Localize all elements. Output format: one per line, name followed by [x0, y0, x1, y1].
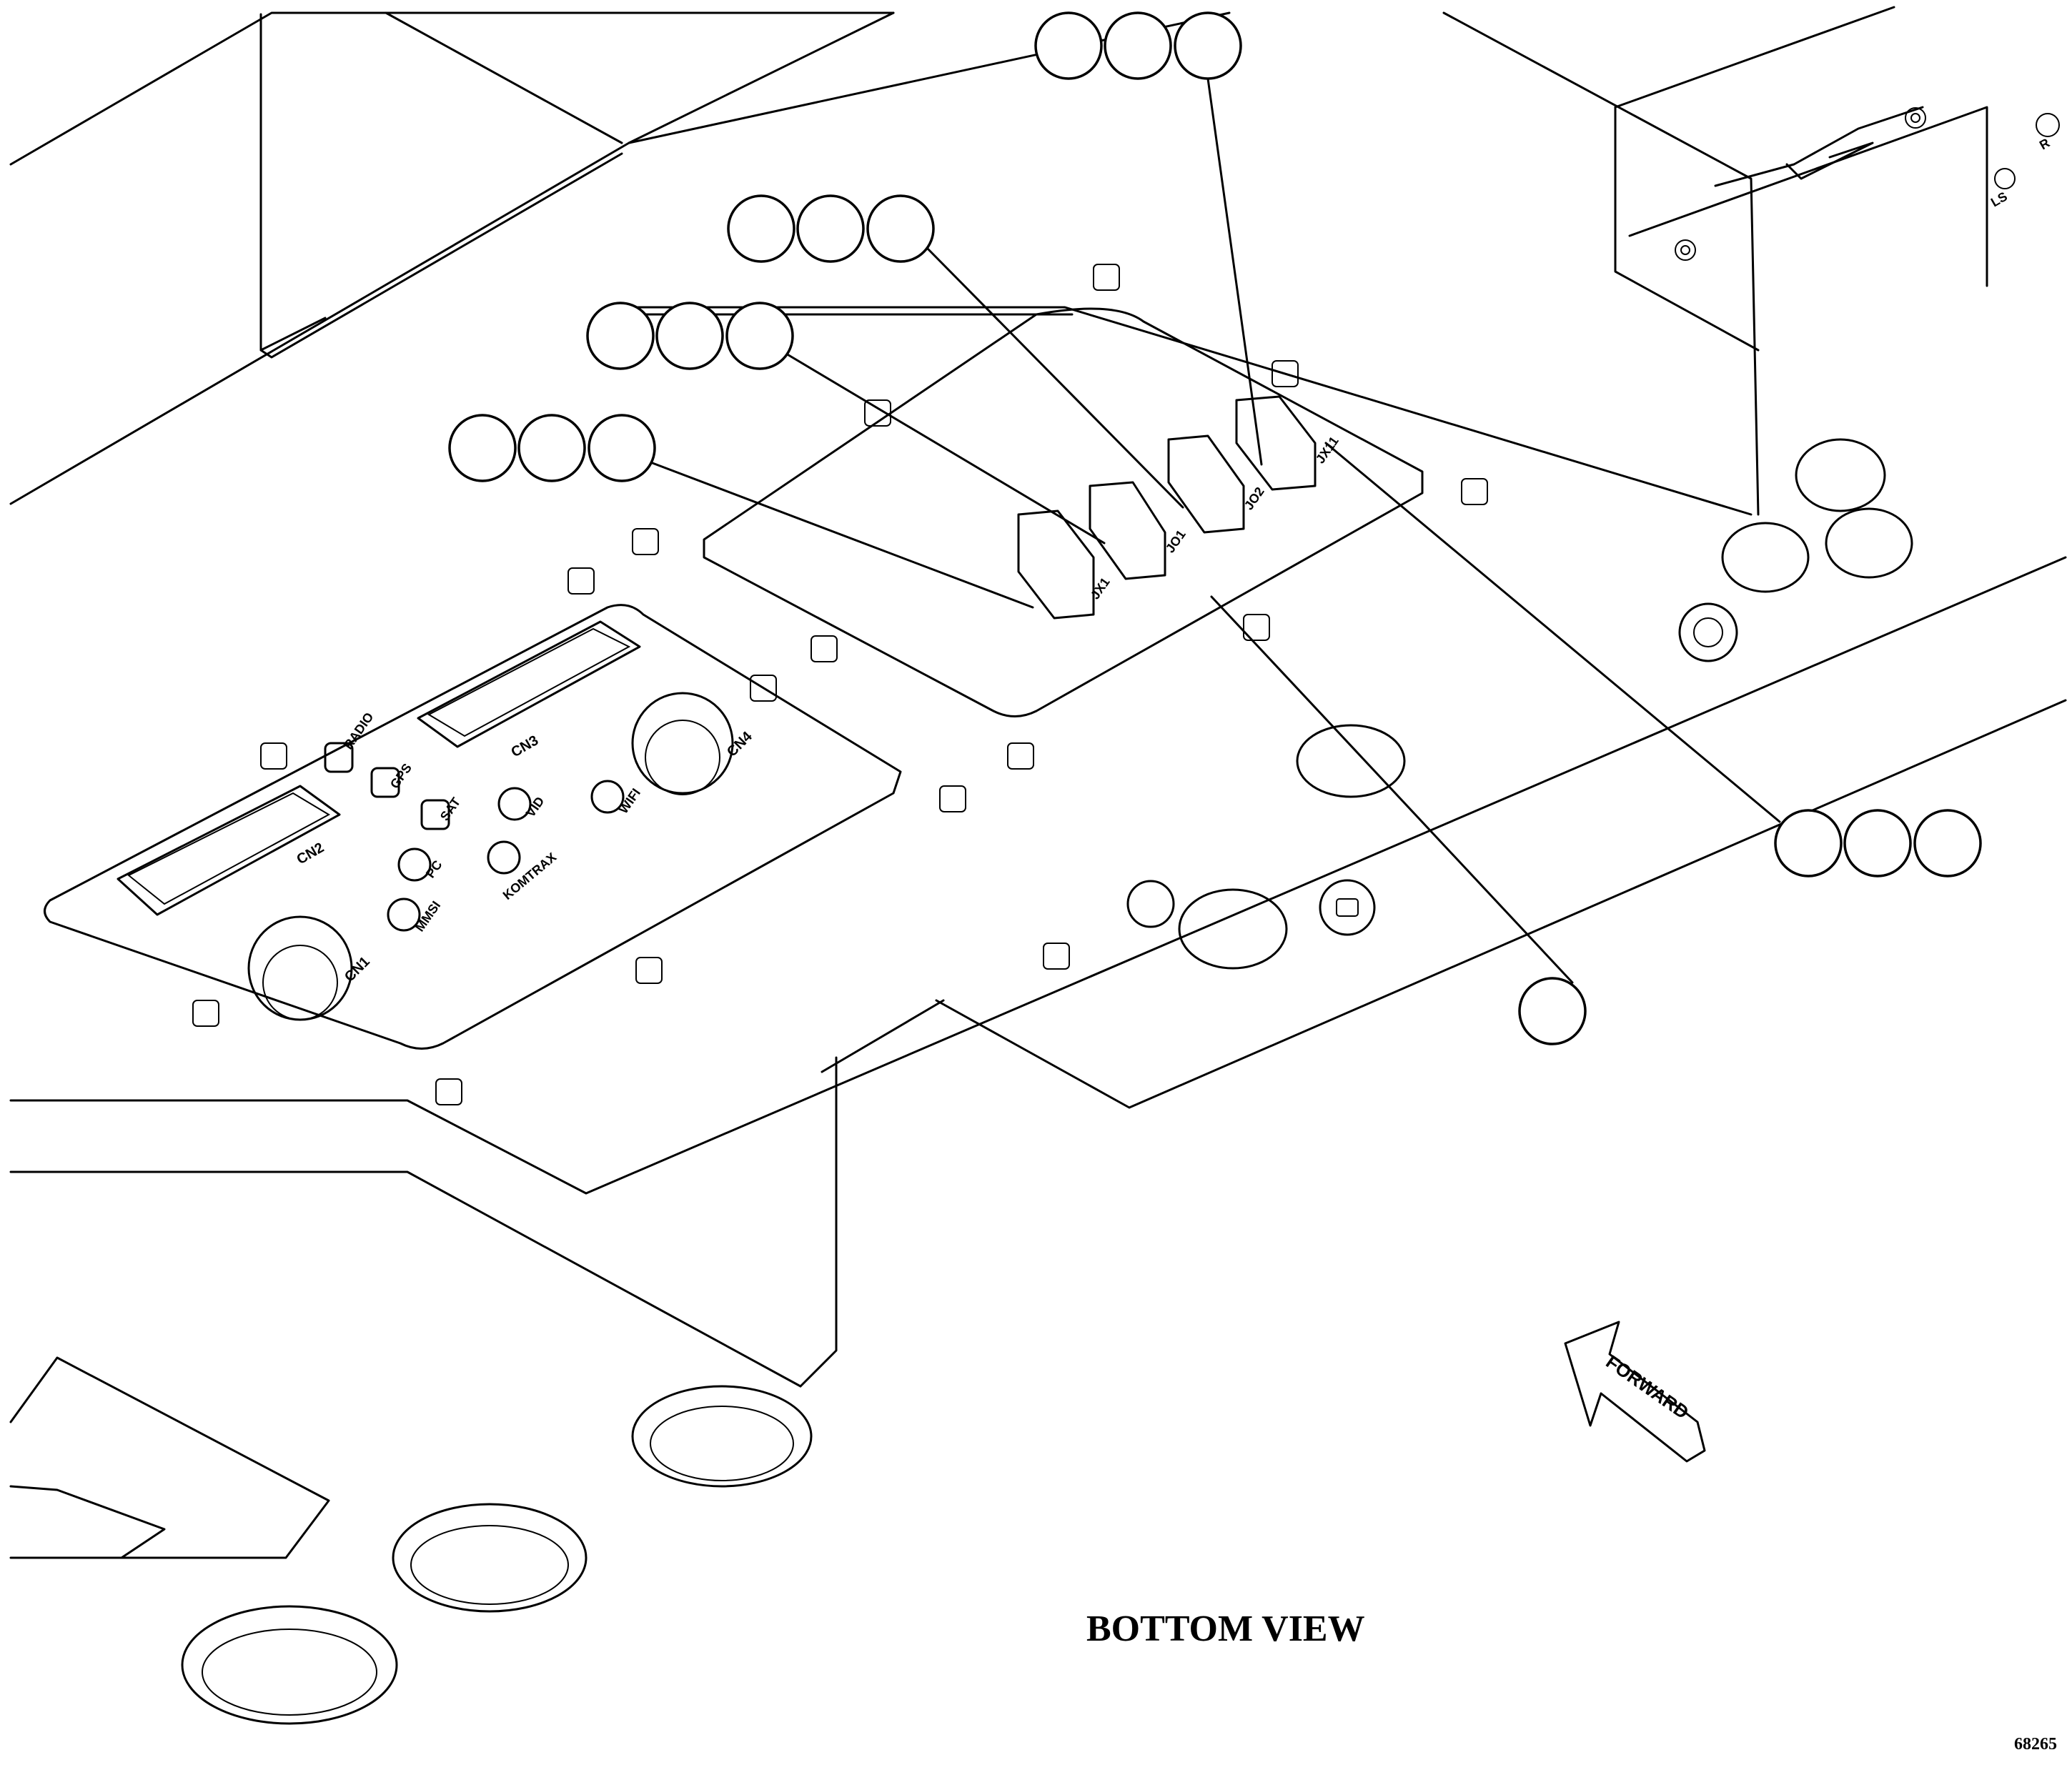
- connector-plate: CN2 CN3 CN4 CN1 RADIO GPS SAT: [44, 307, 1424, 1050]
- komtrax-label: KOMTRAX: [500, 850, 560, 903]
- forward-arrow: FORWARD: [1564, 1321, 1706, 1463]
- cn1-connector: CN1: [247, 915, 373, 1021]
- upper-housing: R LS: [9, 6, 2060, 516]
- jo2-label: JO2: [1241, 484, 1267, 512]
- callout-balloons: [448, 11, 1982, 1045]
- cn2-label: CN2: [294, 840, 327, 867]
- right-side-holes: [1126, 438, 1913, 970]
- mounting-nuts: [192, 264, 1488, 1105]
- cn1-label: CN1: [342, 954, 373, 985]
- mmsi-label: MMSI: [412, 898, 443, 934]
- indicator-label-ls: LS: [1988, 189, 2010, 210]
- figure-number: 68265: [2014, 1735, 2057, 1754]
- cn4-connector: CN4: [631, 692, 755, 795]
- leader-lines: [645, 77, 1781, 984]
- wifi-label: WIFI: [616, 786, 643, 817]
- view-title: BOTTOM VIEW: [1086, 1609, 1365, 1649]
- lower-housing: [9, 1356, 813, 1725]
- forward-label: FORWARD: [1602, 1351, 1693, 1423]
- vid-label: VID: [523, 794, 547, 820]
- jo1-label: JO1: [1163, 527, 1189, 555]
- main-panel-body: [9, 306, 2067, 1388]
- gps-label: GPS: [387, 761, 415, 792]
- cn3-label: CN3: [509, 732, 542, 760]
- sat-label: SAT: [437, 795, 463, 823]
- cn4-label: CN4: [724, 728, 755, 760]
- pc-label: PC: [423, 857, 445, 880]
- jx1-label: JX1: [1088, 575, 1113, 602]
- cn3-connector: CN3: [417, 620, 641, 760]
- rear-connectors: JX1 JO1 JO2 JX11: [1017, 395, 1342, 620]
- jx11-label: JX11: [1313, 434, 1342, 466]
- small-ports: RADIO GPS SAT VID WIFI PC KOMTRAX MMSI: [324, 710, 643, 934]
- indicator-label-r: R: [2037, 136, 2052, 153]
